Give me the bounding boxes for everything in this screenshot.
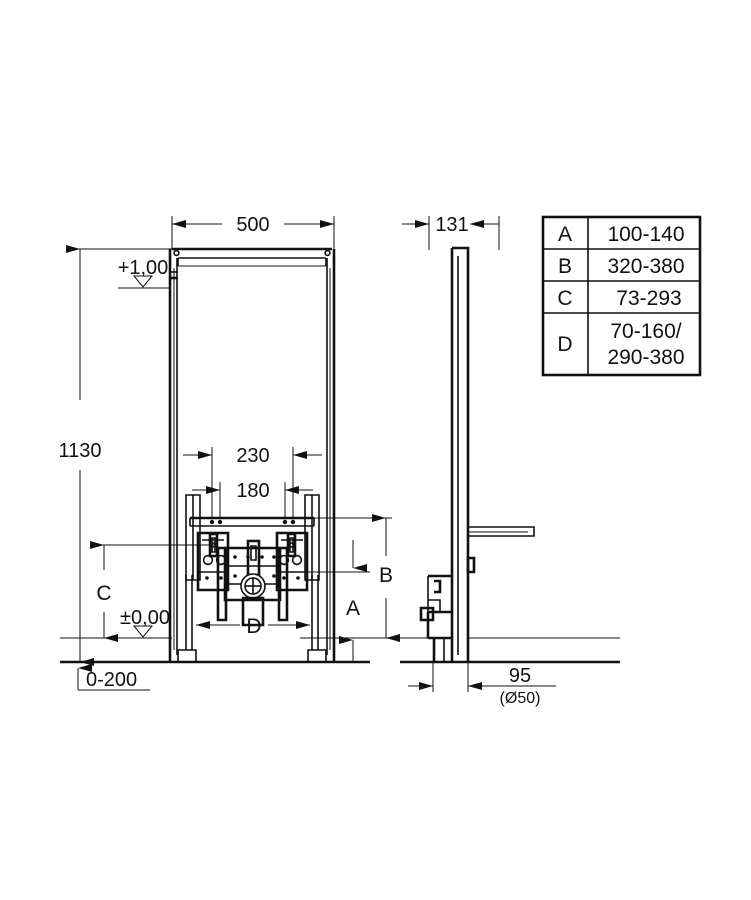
dim-label-180: 180 [236, 480, 269, 502]
dim-label-D: D [246, 615, 261, 638]
level-mark-datum: ±0,00 [118, 607, 172, 639]
dim-A: A [300, 540, 370, 663]
legend-value-C: 73-293 [616, 287, 681, 310]
dim-spacing-230: 230 [183, 445, 322, 518]
legend-key-A: A [558, 223, 572, 246]
level-label-upper: +1,00 [118, 257, 169, 279]
dimension-legend-table: A 100-140 B 320-380 C 73-293 D 70-160/ 2… [541, 215, 702, 377]
dim-D: D [196, 615, 310, 638]
table-row: C 73-293 [557, 287, 681, 310]
dim-width-500: 500 [171, 214, 335, 249]
dim-label-1130: 1130 [58, 440, 101, 462]
dim-depth-131: 131 [402, 214, 500, 250]
table-row: D 70-160/ 290-380 [557, 320, 684, 369]
legend-value-D-line1: 70-160/ [610, 320, 681, 343]
dim-B: B [300, 514, 400, 642]
dim-label-500: 500 [236, 214, 269, 236]
legend-key-D: D [557, 333, 572, 356]
mounting-mechanism-assembly [185, 494, 320, 627]
table-row: A 100-140 [558, 223, 685, 246]
dim-offset-95: 95 (Ø50) [408, 662, 556, 707]
dim-height-1130: 1130 [58, 245, 172, 666]
dim-label-95: 95 [509, 665, 531, 687]
dim-label-B: B [379, 564, 393, 587]
foot-left [177, 649, 197, 663]
legend-key-B: B [558, 255, 572, 278]
dim-label-0-200: 0-200 [86, 669, 137, 691]
foot-right [307, 649, 327, 663]
corner-boss-left [173, 249, 180, 257]
corner-boss-right [324, 249, 331, 257]
dim-C: C [90, 541, 215, 642]
dim-label-C: C [96, 582, 111, 605]
dim-floor-range: 0-200 [60, 637, 150, 691]
legend-value-A: 100-140 [607, 223, 684, 246]
dim-spacing-180: 180 [192, 480, 313, 518]
level-mark-upper: +1,00 [118, 257, 170, 289]
level-label-datum: ±0,00 [120, 607, 170, 629]
legend-value-D-line2: 290-380 [607, 346, 684, 369]
note-label-pipe-diameter: (Ø50) [500, 690, 541, 707]
dim-label-230: 230 [236, 445, 269, 467]
front-view-frame [60, 247, 370, 664]
legend-value-B: 320-380 [607, 255, 684, 278]
table-row: B 320-380 [558, 255, 685, 278]
dim-label-A: A [346, 597, 360, 620]
side-view-frame [400, 246, 620, 664]
dim-label-131: 131 [435, 214, 468, 236]
legend-key-C: C [557, 287, 572, 310]
